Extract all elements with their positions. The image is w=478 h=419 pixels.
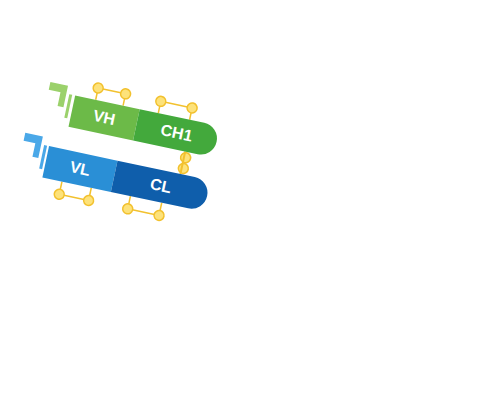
constant-domain: CH1 xyxy=(133,109,220,157)
domain-label: CL xyxy=(148,175,173,197)
variable-domain: VL xyxy=(42,146,117,192)
variable-domain: VH xyxy=(68,95,139,140)
domain-label: VH xyxy=(91,107,116,129)
disulfide-bond xyxy=(180,152,185,174)
domain-label: VL xyxy=(68,158,92,180)
domain-label: CH1 xyxy=(159,121,194,145)
